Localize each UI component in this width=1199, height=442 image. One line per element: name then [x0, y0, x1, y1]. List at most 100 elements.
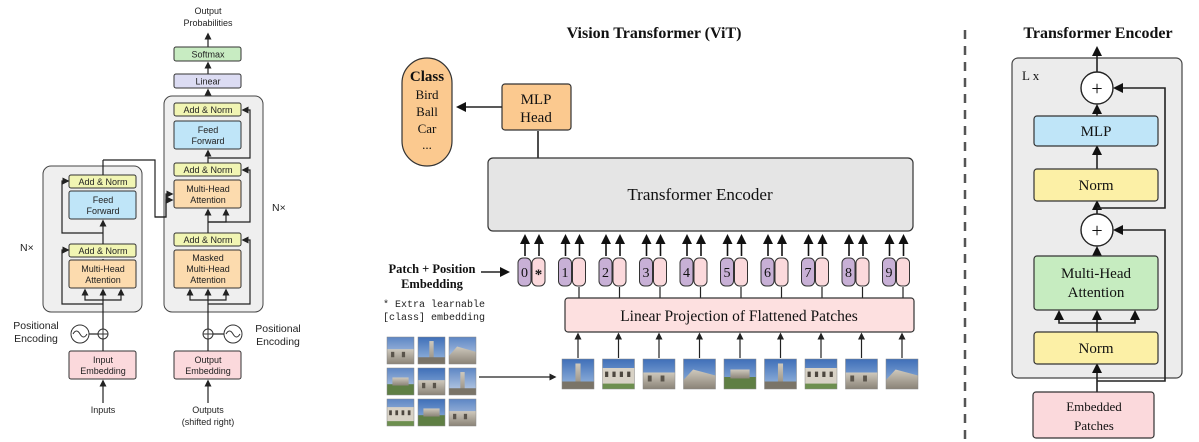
- patch-embedding-9: [896, 257, 910, 287]
- transformer-encoder-detail: Transformer Encoder L x + MLP Norm + Mul: [1011, 25, 1183, 439]
- original-transformer: Output Probabilities Softmax Linear Add …: [13, 6, 301, 427]
- flat-patch-4: [683, 358, 716, 390]
- position-embedding-4: [679, 257, 694, 287]
- encoder-detail-wiring: [1054, 46, 1166, 392]
- grid-patch-3: [448, 336, 477, 365]
- decoder-feed-forward-label-2: Forward: [191, 136, 224, 146]
- plus-left-icon: [98, 329, 108, 339]
- decoder-add-norm-3-label: Add & Norm: [183, 105, 232, 115]
- class-item-ellipsis: ...: [422, 137, 432, 152]
- outputs-label-2: (shifted right): [182, 417, 235, 427]
- position-embedding-3: [639, 257, 653, 287]
- linear-label: Linear: [195, 77, 220, 87]
- encoder-mha-box: [1033, 255, 1159, 311]
- flat-patch-6: [764, 358, 797, 390]
- decoder-add-norm-3: [173, 102, 242, 117]
- encoder-nx-label: N×: [20, 242, 34, 254]
- position-embedding-9: [882, 257, 896, 287]
- patch-embedding-7: [815, 257, 829, 287]
- vit-encoder-label: Transformer Encoder: [627, 185, 773, 204]
- flat-patch-5: [723, 358, 757, 390]
- flattened-patch-sequence: [561, 332, 919, 390]
- patch-embedding-4: [693, 257, 708, 287]
- vision-transformer: Vision Transformer (ViT) Class Bird Ball…: [383, 25, 919, 427]
- class-token-star: *: [535, 267, 543, 283]
- position-index-9: 9: [886, 266, 893, 281]
- position-index-1: 1: [562, 266, 569, 281]
- patch-embedding-8: [855, 257, 870, 287]
- patch-embedding-2: [612, 257, 627, 287]
- position-index-4: 4: [683, 266, 690, 281]
- patch-embedding-0: [531, 257, 546, 287]
- encoder-detail-title: Transformer Encoder: [1023, 25, 1172, 42]
- encoder-feed-forward-label-1: Feed: [93, 195, 114, 205]
- residual-add-bottom-icon: [1080, 213, 1114, 247]
- output-probabilities-label-2: Probabilities: [183, 18, 233, 28]
- position-embedding-1: [558, 257, 572, 287]
- position-embedding-0: [517, 257, 532, 287]
- output-embedding-label-2: Embedding: [185, 366, 231, 376]
- patch-embedding-6: [774, 257, 789, 287]
- class-item-bird: Bird: [415, 87, 439, 102]
- position-index-3: 3: [643, 266, 650, 281]
- flat-patch-1: [561, 358, 595, 390]
- position-embedding-6: [760, 257, 775, 287]
- position-embedding-8: [841, 257, 856, 287]
- vit-title: Vision Transformer (ViT): [567, 25, 742, 42]
- softmax-label: Softmax: [191, 50, 225, 60]
- decoder-add-norm-2-label: Add & Norm: [183, 165, 232, 175]
- encoder-wiring: [61, 159, 174, 329]
- image-patch-grid: [386, 336, 477, 427]
- grid-patch-2: [417, 336, 446, 365]
- encoder-mlp-box: [1033, 115, 1159, 147]
- embedded-patches-label-1: Embedded: [1066, 399, 1122, 414]
- encoder-mha-label-1: Multi-Head: [1061, 266, 1131, 282]
- position-index-6: 6: [764, 266, 771, 281]
- flat-patch-9: [885, 358, 919, 390]
- patch-position-label-1: Patch + Position: [389, 262, 476, 276]
- plus-right-icon: [203, 329, 213, 339]
- decoder-masked-label-2: Multi-Head: [186, 264, 230, 274]
- encoder-add-norm-1-label: Add & Norm: [78, 246, 127, 256]
- vit-encoder-box: [487, 157, 914, 232]
- flat-patch-7: [804, 358, 838, 390]
- patch-position-label-2: Embedding: [401, 277, 464, 291]
- decoder-wiring: [186, 106, 251, 329]
- encoder-feed-forward-label-2: Forward: [86, 206, 119, 216]
- encoder-attention-label-2: Attention: [85, 275, 121, 285]
- embedded-patches-box: [1032, 391, 1155, 439]
- linear-box: [173, 73, 242, 89]
- grid-patch-1: [386, 336, 415, 365]
- positional-encoding-right-label-1: Positional: [255, 323, 301, 335]
- positional-encoding-left-label-2: Encoding: [14, 333, 58, 345]
- decoder-feed-forward: [173, 120, 242, 150]
- encoder-mlp-label: MLP: [1081, 124, 1112, 140]
- flat-patch-3: [642, 358, 676, 390]
- encoder-norm-top-label: Norm: [1079, 178, 1114, 194]
- class-item-car: Car: [418, 121, 437, 136]
- linear-projection-label: Linear Projection of Flattened Patches: [620, 308, 858, 325]
- class-output-pill: [401, 57, 453, 167]
- output-probabilities-label: Output: [194, 6, 222, 16]
- extra-learnable-label-2: [class] embedding: [383, 312, 485, 324]
- decoder-masked-attention: [173, 249, 242, 289]
- encoder-norm-bottom-label: Norm: [1079, 341, 1114, 357]
- grid-patch-7: [386, 398, 415, 427]
- class-item-ball: Ball: [416, 104, 438, 119]
- flat-patch-2: [602, 358, 635, 390]
- encoder-norm-bottom-box: [1033, 331, 1159, 365]
- mlp-head-label-2: Head: [520, 110, 552, 126]
- softmax-box: [173, 46, 242, 62]
- inputs-label: Inputs: [91, 405, 116, 415]
- embedded-patches-label-2: Patches: [1074, 418, 1114, 433]
- encoder-mha-label-2: Attention: [1068, 285, 1125, 301]
- grid-patch-8: [417, 398, 446, 427]
- input-embedding-label-2: Embedding: [80, 366, 126, 376]
- grid-patch-5: [417, 367, 446, 396]
- decoder-cross-attention-label-2: Attention: [190, 195, 226, 205]
- residual-add-top-label: +: [1091, 78, 1102, 100]
- position-embedding-2: [598, 257, 613, 287]
- flat-patch-8: [845, 358, 878, 390]
